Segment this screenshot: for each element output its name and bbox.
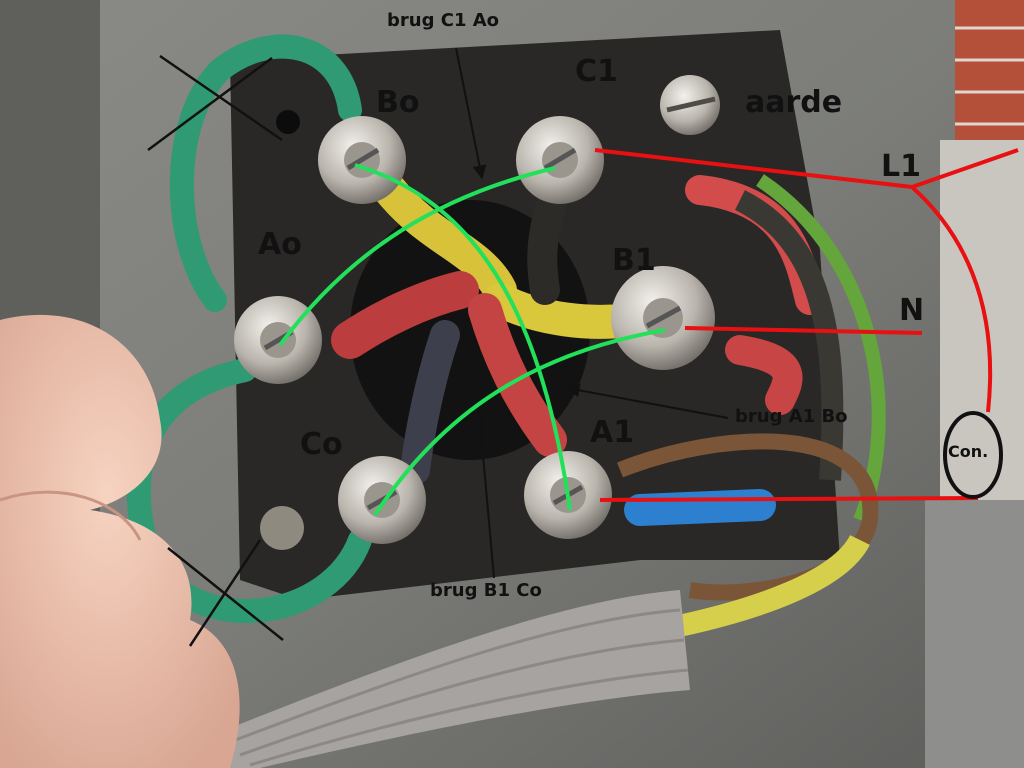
finger-crease (0, 490, 142, 541)
hand (0, 314, 240, 768)
terminal-screw-bo (318, 116, 406, 204)
mounting-hole (276, 110, 300, 134)
con-ellipse (943, 411, 1003, 499)
red-wire-a1 (468, 293, 567, 457)
cross-out-mark-bottom (167, 539, 284, 647)
annotation-bridge-b1-co: brug B1 Co (430, 580, 542, 601)
label-ao: Ao (258, 227, 302, 262)
yellow-green-supply-wire (657, 534, 870, 641)
background-light (940, 140, 1024, 520)
label-b1: B1 (612, 243, 656, 278)
con-line-to-a1 (599, 496, 979, 502)
label-c1: C1 (575, 54, 618, 89)
arrow-c1-ao (455, 47, 487, 180)
bridge-lines (278, 163, 666, 517)
red-lug-b1 (725, 335, 803, 415)
spare-screw (260, 506, 304, 550)
label-aarde: aarde (745, 85, 843, 120)
red-wire-ao (331, 271, 479, 359)
terminal-screw-b1 (611, 266, 715, 370)
green-bridge-cable-top (169, 34, 362, 312)
label-l1: L1 (881, 149, 921, 184)
label-n: N (899, 293, 925, 328)
n-line-to-b1 (684, 326, 923, 335)
arrow-a1-bo (565, 383, 729, 419)
l1-line-to-con (910, 185, 993, 413)
terminal-screw-c1 (516, 116, 604, 204)
earth-supply-wire (756, 174, 886, 523)
brick-mortar (955, 26, 1024, 126)
brown-supply-wire (617, 433, 879, 601)
grey-supply-cable (200, 590, 690, 768)
black-supply-wire (734, 190, 844, 481)
l1-line-out (911, 148, 1019, 189)
aarde-screw-slot (666, 96, 716, 113)
label-con: Con. (948, 442, 989, 461)
annotation-bridge-c1-ao: brug C1 Ao (387, 10, 500, 31)
terminal-screw-co (338, 456, 426, 544)
yellow-wire-internal (373, 173, 517, 307)
brick-wall (955, 0, 1024, 140)
supply-lines (594, 148, 1019, 502)
blue-lug-a1 (624, 489, 776, 526)
label-co: Co (300, 427, 343, 462)
bridge-line-b1-co (373, 328, 666, 517)
l1-line-to-c1 (594, 148, 913, 189)
metal-box (925, 500, 1024, 768)
cable-ribs (229, 608, 689, 767)
label-a1: A1 (590, 415, 635, 450)
arrow-b1-co (473, 408, 495, 579)
label-bo: Bo (376, 85, 420, 120)
annotation-bridge-a1-bo: brug A1 Bo (735, 406, 848, 427)
bridge-line-c1-ao (278, 166, 556, 347)
bridge-line-a1-bo (354, 163, 572, 511)
cross-out-mark-top (147, 54, 283, 152)
dark-wire-co (400, 320, 460, 485)
